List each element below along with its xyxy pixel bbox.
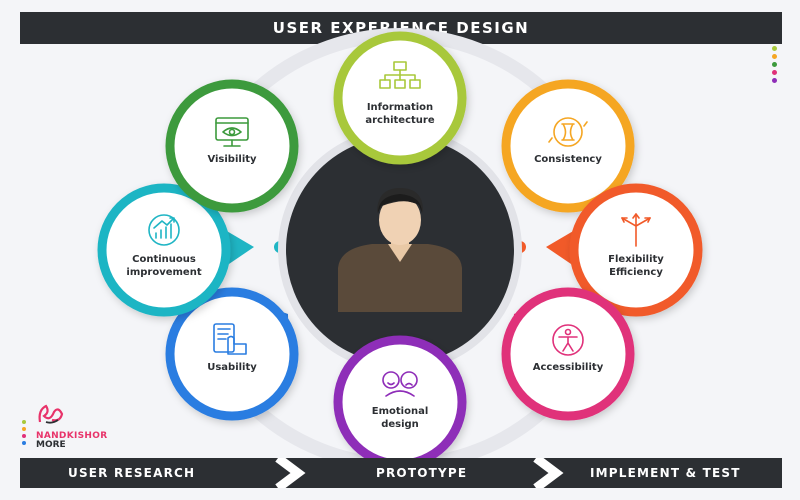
dot <box>772 62 777 67</box>
sitemap-icon <box>379 61 421 89</box>
brand-name: NANDKISHOR <box>36 431 108 441</box>
center-avatar <box>278 128 522 372</box>
flexibility-efficiency-label: Flexibility <box>608 254 664 265</box>
signpost-arrows-icon <box>621 213 651 247</box>
node-accessibility: Accessibility <box>501 287 635 421</box>
hourglass-cycle-icon <box>548 117 588 147</box>
dot <box>772 54 777 59</box>
dot <box>772 46 777 51</box>
user-avatar-icon <box>338 188 462 312</box>
node-information-architecture: Information architecture <box>333 31 467 165</box>
usability-label: Usability <box>207 362 257 373</box>
emotional-design-label: Emotional <box>372 406 429 417</box>
process-bar: USER RESEARCH PROTOTYPE IMPLEMENT & TEST <box>20 458 782 488</box>
stage-prototype: PROTOTYPE <box>376 466 468 480</box>
eye-screen-icon <box>215 117 249 147</box>
stage-implement-test: IMPLEMENT & TEST <box>590 466 741 480</box>
node-emotional-design: Emotional design <box>333 335 467 469</box>
consistency-label: Consistency <box>534 154 602 165</box>
node-usability: Usability <box>165 287 299 421</box>
dot <box>22 427 26 431</box>
page-title: USER EXPERIENCE DESIGN <box>272 19 530 37</box>
brand-surname: MORE <box>36 440 66 450</box>
emotional-design-label: design <box>381 419 419 430</box>
node-continuous-improvement: Continuous improvement <box>97 183 231 317</box>
brand-logo-mark-icon <box>38 404 64 424</box>
information-architecture-label: architecture <box>365 115 434 126</box>
dot <box>22 434 26 438</box>
continuous-improvement-label: improvement <box>126 267 201 278</box>
accessibility-label: Accessibility <box>533 362 604 373</box>
corner-dots <box>772 46 778 86</box>
dot <box>22 420 26 424</box>
stage-user-research: USER RESEARCH <box>68 466 196 480</box>
chevron-separators <box>275 458 564 488</box>
brand-logo: NANDKISHOR MORE <box>22 398 132 450</box>
information-architecture-label: Information <box>367 102 433 113</box>
dot <box>772 70 777 75</box>
dot <box>772 78 777 83</box>
node-consistency: Consistency <box>501 79 635 213</box>
faces-emotion-icon <box>382 371 418 397</box>
continuous-improvement-label: Continuous <box>132 254 196 265</box>
visibility-label: Visibility <box>207 154 257 165</box>
hand-touch-screen-icon <box>213 323 247 355</box>
node-visibility: Visibility <box>165 79 299 213</box>
growth-chart-icon <box>148 214 180 246</box>
brand-dots <box>22 420 28 448</box>
dot <box>22 441 26 445</box>
flexibility-efficiency-label: Efficiency <box>609 267 663 278</box>
accessibility-person-icon <box>552 324 584 356</box>
